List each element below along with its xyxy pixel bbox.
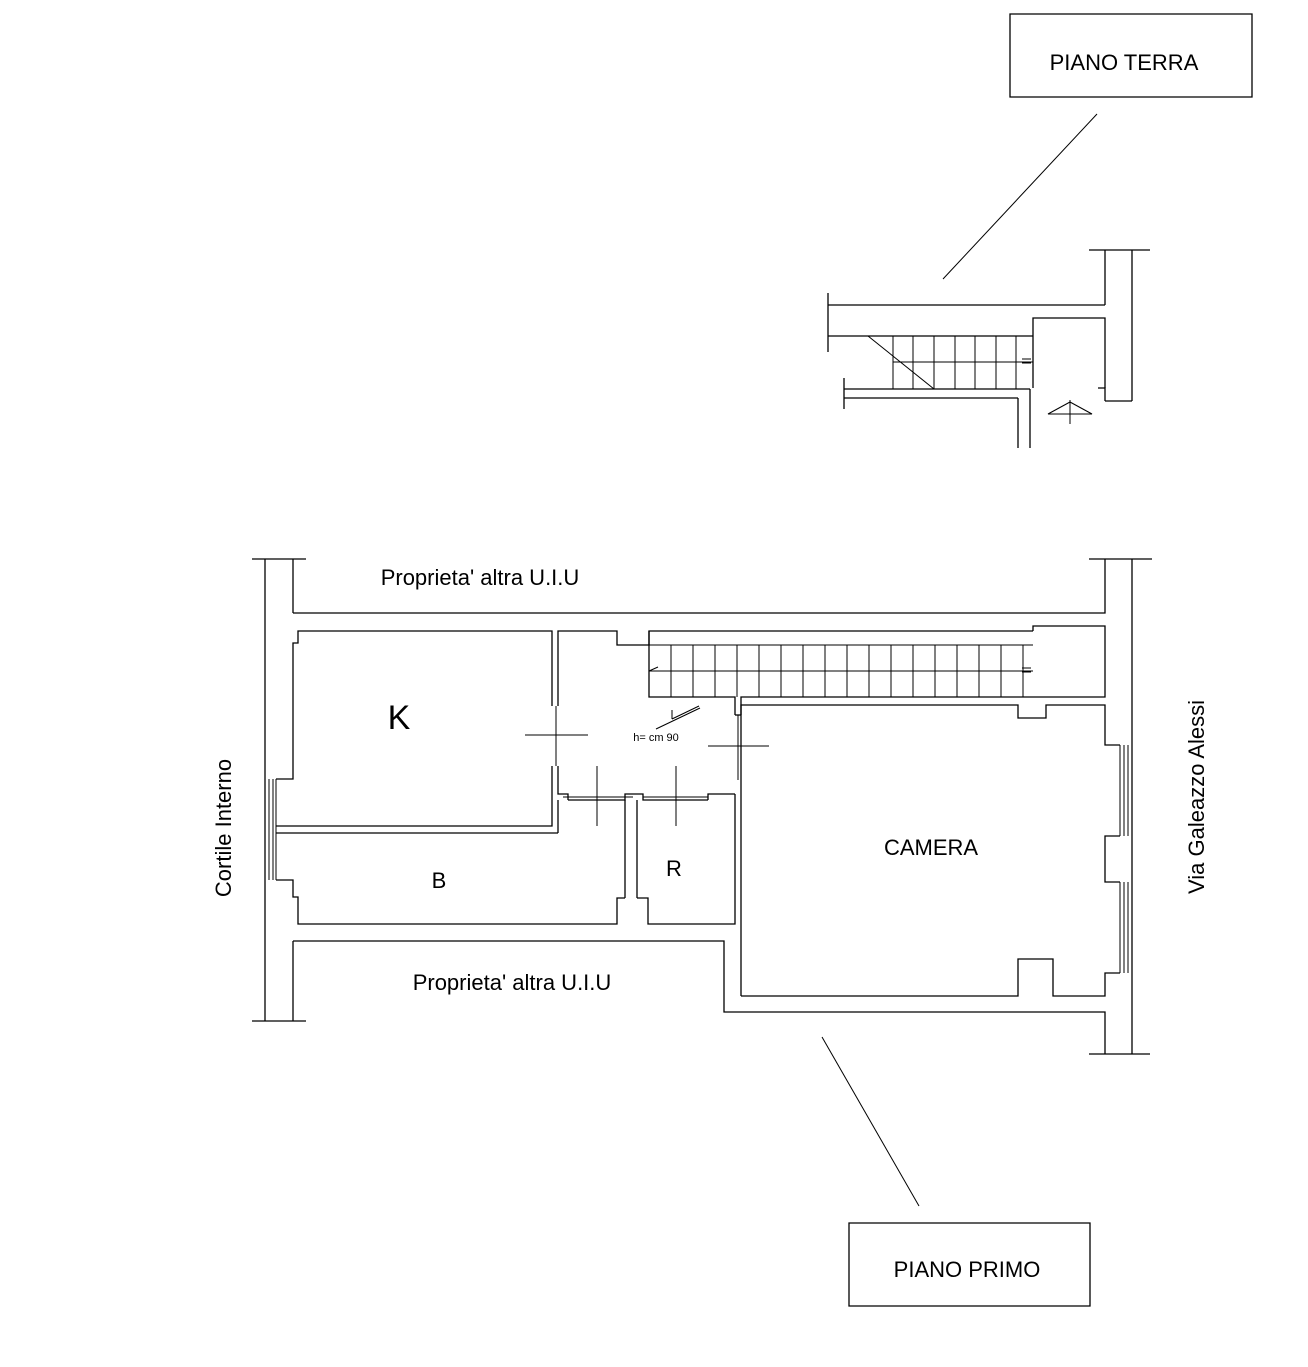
first-floor-leader [822,1037,919,1206]
room-label-storage: R [666,856,682,881]
first-floor-plan: Proprieta' altra U.I.U Proprieta' altra … [211,559,1209,1306]
first-floor-title-box [849,1223,1090,1306]
storage-walls [637,766,735,924]
bath-walls [276,766,708,924]
room-label-bedroom: CAMERA [884,835,978,860]
courtyard-wall [252,559,1152,1054]
entrance-door-symbol [1048,400,1092,424]
ground-floor-leader [943,114,1097,279]
street-label: Via Galeazzo Alessi [1184,700,1209,894]
adjacent-property-bottom-label: Proprieta' altra U.I.U [413,970,612,995]
ground-floor-plan: PIANO TERRA [828,14,1252,448]
adjacent-property-top-label: Proprieta' altra U.I.U [381,565,580,590]
courtyard-label: Cortile Interno [211,759,236,897]
room-label-kitchen: K [388,699,411,737]
first-floor-title: PIANO PRIMO [894,1257,1041,1282]
ground-floor-title: PIANO TERRA [1050,50,1199,75]
ground-floor-walls [828,250,1150,448]
stair-height-note: h= cm 90 [633,732,679,744]
ground-floor-title-box [1010,14,1252,97]
ground-floor-stairs [868,336,1033,389]
bedroom-walls [708,705,1128,996]
first-floor-stairs [649,626,1105,729]
room-label-bath: B [432,868,447,893]
